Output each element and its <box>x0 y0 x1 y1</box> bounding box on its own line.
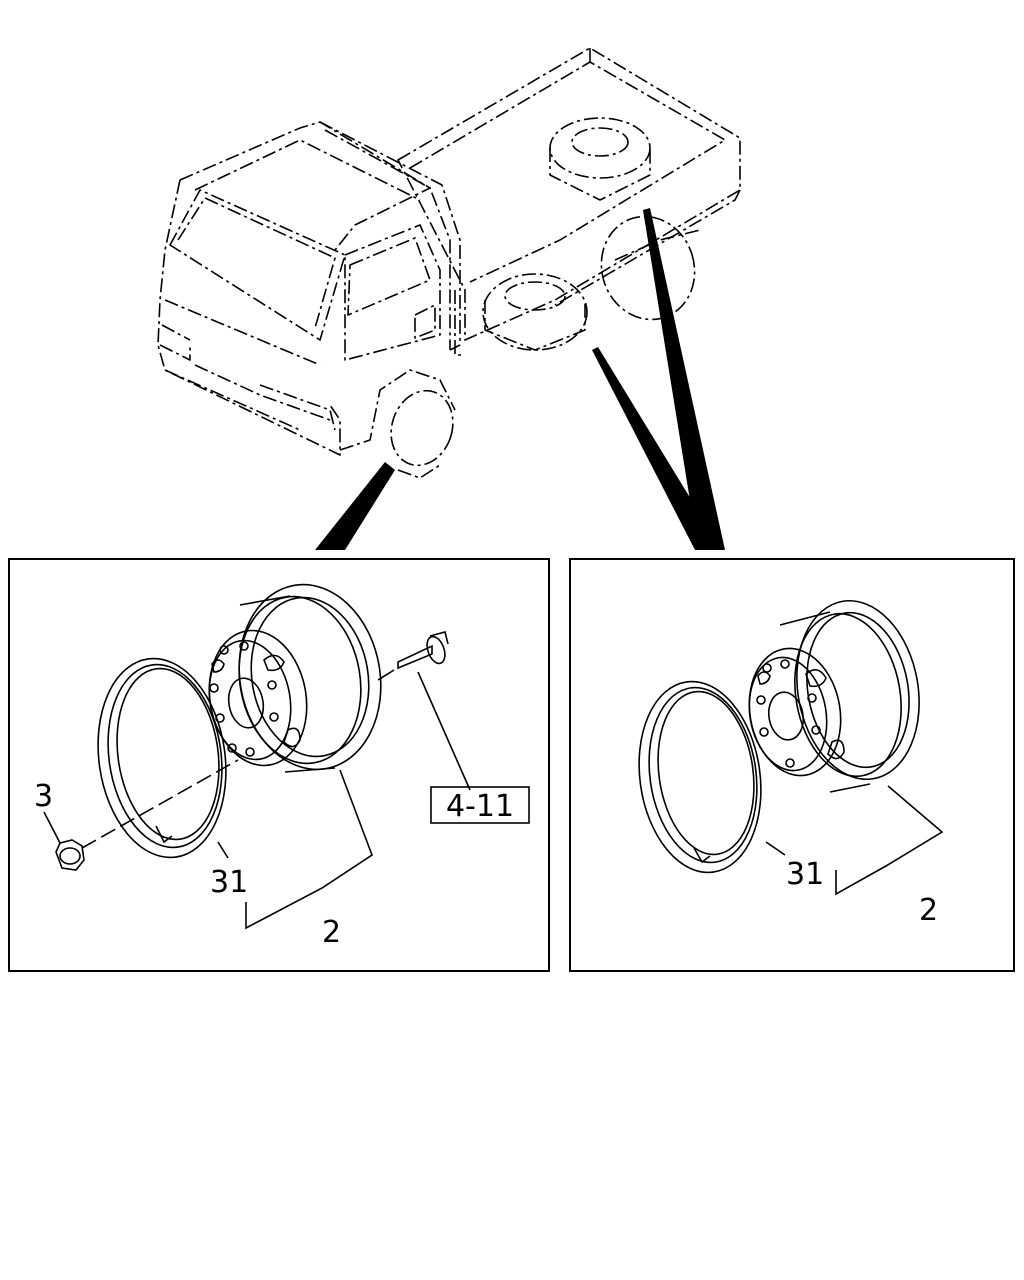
rear-ring-part-number: 31 <box>786 857 824 892</box>
rear-disc-wheel <box>748 599 920 793</box>
leader-wedges <box>315 208 725 550</box>
front-wheel-panel: 3 31 2 4-11 <box>8 558 550 972</box>
front-panel-frame <box>8 558 550 972</box>
front-ring-part-number: 31 <box>210 865 248 900</box>
front-disc-wheel <box>208 583 382 773</box>
front-side-ring <box>97 657 227 859</box>
front-wheel-nut <box>55 839 85 871</box>
rear-side-ring <box>638 680 762 874</box>
front-hub-bolt <box>397 631 449 670</box>
reference-callout-box: 4-11 <box>430 786 530 824</box>
rear-wheel-part-number: 2 <box>919 893 938 928</box>
rear-leader-lines <box>765 785 944 896</box>
front-leader-lines <box>43 669 471 930</box>
nut-part-number: 3 <box>34 779 53 814</box>
reference-number: 4-11 <box>446 789 514 824</box>
rear-wheel-panel: 31 2 <box>569 558 1015 972</box>
front-wheel-part-number: 2 <box>322 915 341 950</box>
rear-panel-frame <box>569 558 1015 972</box>
